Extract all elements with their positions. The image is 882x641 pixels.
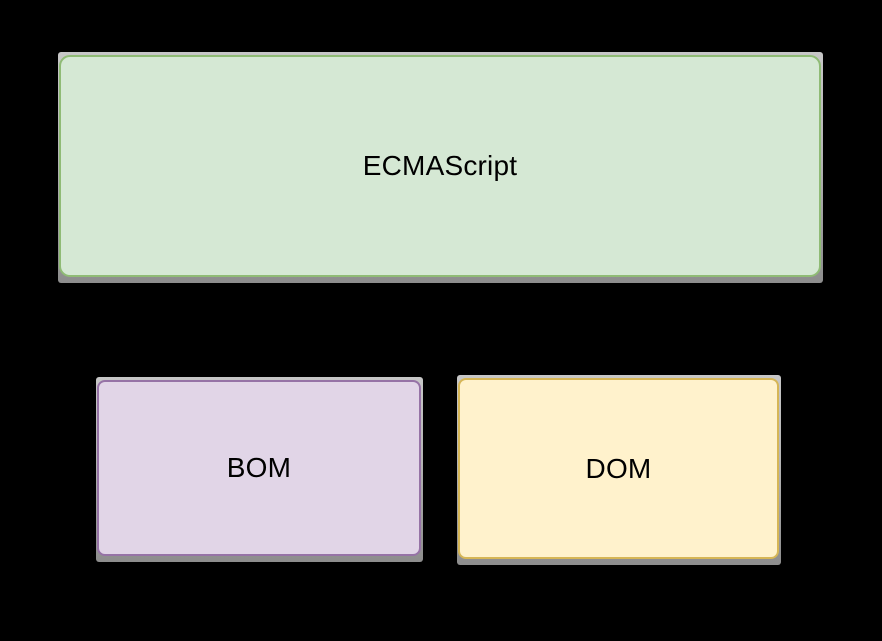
ecmascript-label: ECMAScript: [362, 150, 518, 182]
bom-label: BOM: [226, 452, 292, 484]
dom-box: DOM: [458, 378, 779, 559]
bom-box: BOM: [97, 380, 421, 556]
dom-label: DOM: [585, 452, 652, 484]
ecmascript-box: ECMAScript: [59, 55, 821, 277]
